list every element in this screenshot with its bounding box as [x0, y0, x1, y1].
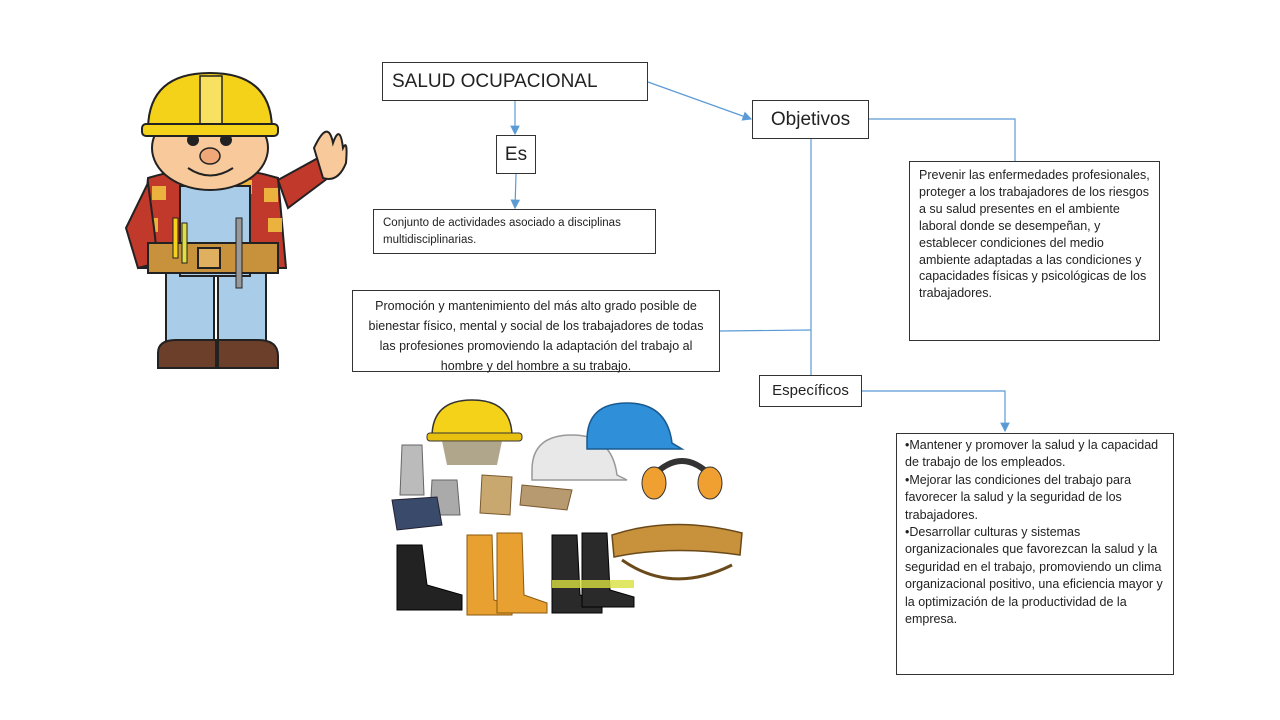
objetivos-box: Objetivos [752, 100, 869, 139]
es-label: Es [504, 144, 528, 165]
definition-box: Conjunto de actividades asociado a disci… [373, 209, 656, 254]
connector-promotion [719, 329, 812, 332]
es-box: Es [496, 135, 536, 174]
title-box: SALUD OCUPACIONAL [382, 62, 648, 101]
promotion-box: Promoción y mantenimiento del más alto g… [352, 290, 720, 373]
diagram-title: SALUD OCUPACIONAL [392, 71, 598, 92]
objetivos-label: Objetivos [770, 109, 851, 130]
connector-especificos-list [862, 390, 1010, 433]
safety-equipment-illustration [391, 399, 743, 616]
connector-es-definition [510, 173, 521, 210]
specific-objectives-box: •Mantener y promover la salud y la capac… [896, 433, 1174, 675]
general-objective-box: Prevenir las enfermedades profesionales,… [909, 161, 1160, 341]
connector-title-objetivos [647, 81, 753, 121]
especificos-label: Específicos [772, 382, 849, 399]
connector-objetivos-general [869, 118, 1016, 161]
specific-objective-item: •Mejorar las condiciones del trabajo par… [905, 472, 1132, 522]
specific-objective-item: •Desarrollar culturas y sistemas organiz… [905, 525, 1163, 627]
specific-objective-item: •Mantener y promover la salud y la capac… [905, 438, 1159, 470]
definition-text: Conjunto de actividades asociado a disci… [383, 217, 621, 246]
especificos-box: Específicos [759, 375, 862, 407]
builder-illustration [124, 71, 348, 369]
promotion-text: Promoción y mantenimiento del más alto g… [368, 299, 704, 373]
general-objective-text: Prevenir las enfermedades profesionales,… [919, 168, 1150, 301]
